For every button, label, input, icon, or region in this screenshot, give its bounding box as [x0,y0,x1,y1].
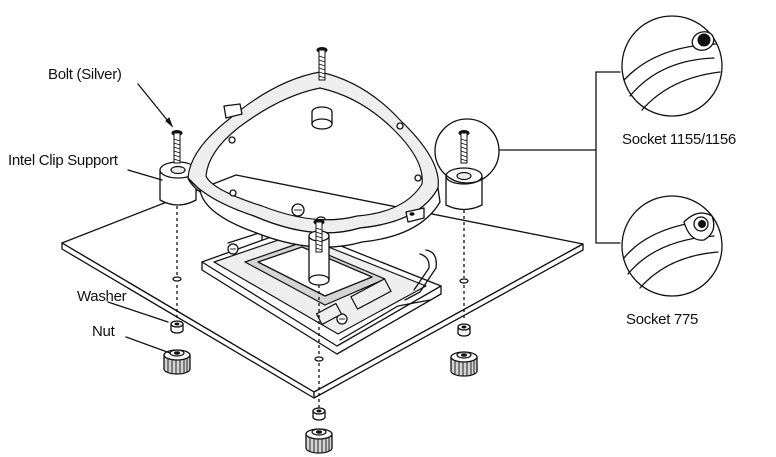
label-nut: Nut [92,323,116,340]
intel-clip-support-left [159,161,197,206]
intel-clip-support-right [445,167,483,211]
bolt-left [171,130,183,164]
label-bolt-silver: Bolt (Silver) [48,66,122,83]
label-socket-1155-1156: Socket 1155/1156 [622,131,736,148]
callout-circle [434,71,621,244]
leader-lines [107,83,174,354]
washer-left [170,320,184,334]
washer-bottom [312,407,326,421]
nut-bottom [305,428,333,454]
label-socket-775: Socket 775 [626,311,698,328]
nut-right [450,351,478,377]
label-washer: Washer [77,288,127,305]
bolt-right [458,130,470,164]
detail-socket-775 [621,195,723,297]
labels: Bolt (Silver) Intel Clip Support Washer … [8,66,736,340]
mounting-bracket [187,71,441,248]
front-standoff [308,230,330,286]
nut-left [163,349,191,375]
bolt-top [316,47,328,81]
bolt-front [313,219,325,253]
washer-right [457,323,471,337]
guide-lines [176,206,465,408]
detail-socket-1155-1156 [621,15,723,117]
label-intel-clip-support: Intel Clip Support [8,152,119,169]
